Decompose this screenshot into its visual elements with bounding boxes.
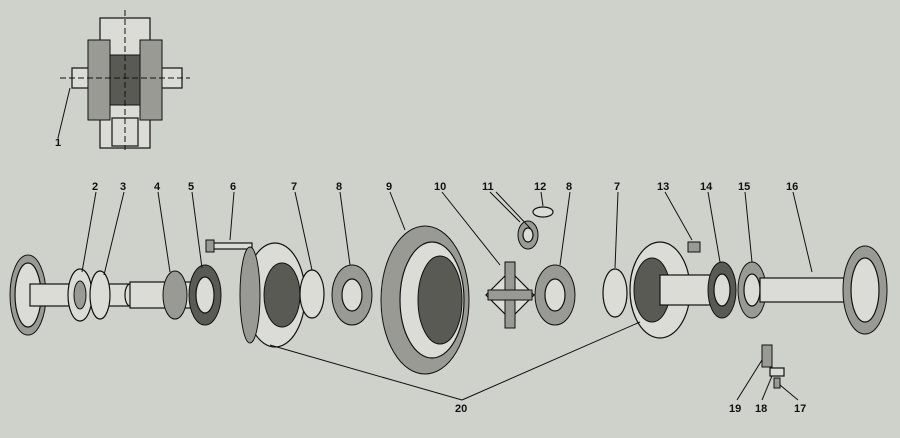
callout-9: 9 (386, 181, 392, 193)
leader-lines (81, 191, 813, 401)
bolt-6 (205, 239, 253, 253)
callout-19: 19 (729, 403, 741, 415)
bearing-14 (707, 261, 737, 319)
side-gear-8-left (331, 264, 373, 326)
thrust-washers-2-3 (67, 268, 111, 322)
callout-7-left: 7 (291, 181, 297, 193)
right-axle-shaft-16 (759, 245, 888, 335)
nut-13 (687, 241, 701, 253)
right-case-half (629, 241, 711, 339)
callout-2: 2 (92, 181, 98, 193)
callout-20: 20 (455, 403, 467, 415)
callout-11: 11 (482, 181, 494, 193)
lock-plate-assembly-17-19 (761, 344, 785, 389)
cross-pin-10 (485, 261, 535, 329)
callout-8-left: 8 (336, 181, 342, 193)
callout-5: 5 (188, 181, 194, 193)
callout-14: 14 (700, 181, 713, 193)
callout-18: 18 (755, 403, 767, 415)
side-gear-8-right (534, 264, 576, 326)
callout-13: 13 (657, 181, 669, 193)
callout-12: 12 (534, 181, 546, 193)
callout-10: 10 (434, 181, 446, 193)
callout-16: 16 (786, 181, 798, 193)
callout-7-right: 7 (614, 181, 620, 193)
callout-6: 6 (230, 181, 236, 193)
callout-3: 3 (120, 181, 126, 193)
callout-17: 17 (794, 403, 806, 415)
washer-7-left (299, 269, 325, 319)
ring-gear-9 (380, 225, 470, 375)
washer-7-right (602, 268, 628, 318)
callout-labels: 1 2 3 4 5 6 7 8 9 10 11 12 8 7 13 14 15 … (55, 137, 806, 415)
inset-sectional-view (57, 10, 190, 150)
callout-8-right: 8 (566, 181, 572, 193)
callout-15: 15 (738, 181, 750, 193)
left-case-half (239, 242, 306, 348)
callout-4: 4 (154, 181, 161, 193)
washer-12 (532, 206, 554, 218)
bearing-15 (737, 261, 767, 319)
callout-1: 1 (55, 137, 61, 149)
bearing-assembly-4-5 (129, 264, 222, 326)
pinion-gear-11 (517, 220, 539, 250)
